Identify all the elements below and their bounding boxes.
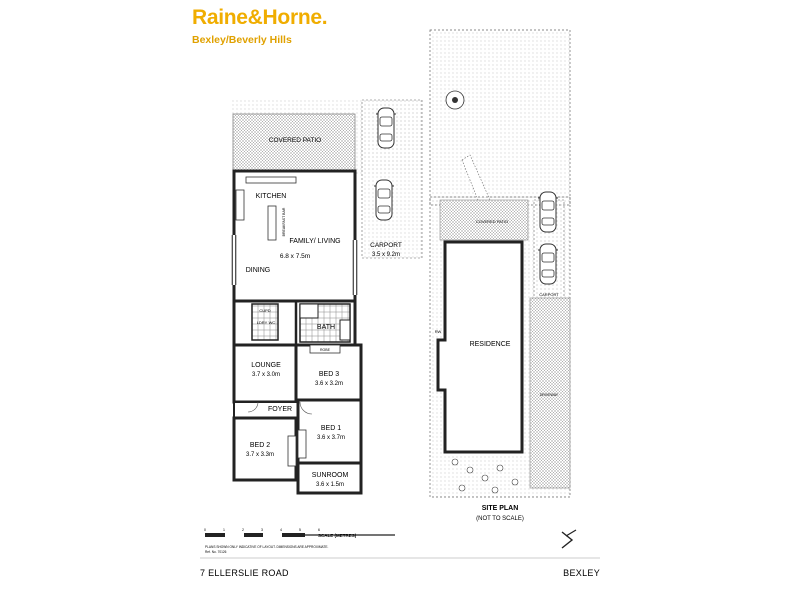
- family-living-dims: 6.8 x 7.5m: [280, 253, 310, 260]
- robe-label: ROBE: [320, 348, 331, 352]
- site-carport-label: CARPORT: [539, 292, 559, 297]
- scale-tick-label: 5: [299, 528, 301, 532]
- lounge-dims: 3.7 x 3.0m: [252, 372, 280, 378]
- bedroom-2: [232, 416, 298, 482]
- residence-footprint: [436, 240, 524, 454]
- bed3-label: BED 3: [319, 371, 339, 378]
- breakfast-bar: [267, 205, 277, 241]
- shrub-icon: [451, 458, 519, 494]
- scale-disclaimer: PLANS SHOWN ONLY INDICATIVE OF LAYOUT. D…: [205, 545, 328, 549]
- scale-bar: [205, 533, 395, 537]
- scale-label: SCALE (METRES): [318, 533, 357, 538]
- path-strip: [461, 154, 491, 206]
- north-arrow-icon: [561, 529, 577, 549]
- scale-tick-label: 3: [261, 528, 263, 532]
- sunroom: [296, 461, 363, 495]
- carport-dims: 3.5 x 9.2m: [372, 252, 400, 258]
- site-covered-patio-label: COVERED PATIO: [476, 219, 508, 224]
- sunroom-label: SUNROOM: [312, 472, 349, 479]
- covered-patio: [232, 113, 356, 173]
- scale-tick-label: 2: [242, 528, 244, 532]
- site-rear-yard: [429, 29, 571, 206]
- kitchen-bench: [245, 176, 297, 184]
- car-icon: [537, 243, 559, 285]
- covered-patio-label: COVERED PATIO: [269, 137, 322, 144]
- brand-logo: Raine&Horne. Bexley/Beverly Hills: [192, 6, 328, 46]
- wc-label: WC: [269, 320, 276, 325]
- breakfast-bar-label: BREAKFAST BAR: [282, 207, 286, 236]
- foyer-label: FOYER: [268, 406, 292, 413]
- lounge-label: LOUNGE: [251, 362, 281, 369]
- site-plan-subtitle: (NOT TO SCALE): [476, 516, 524, 522]
- bed2-label: BED 2: [250, 442, 270, 449]
- scale-tick-label: 0: [204, 528, 206, 532]
- site-rw-label: RW: [435, 329, 442, 334]
- laundry: [251, 303, 279, 341]
- sunroom-dims: 3.6 x 1.5m: [316, 482, 344, 488]
- brand-name: Raine&Horne.: [192, 6, 328, 29]
- kitchen-label: KITCHEN: [256, 193, 287, 200]
- ldry-label: LDRY: [257, 320, 268, 325]
- bedroom-3: [294, 343, 363, 402]
- residence-label: RESIDENCE: [470, 341, 511, 348]
- footer-suburb: BEXLEY: [563, 568, 600, 578]
- scale-tick-label: 4: [280, 528, 282, 532]
- brand-branch: Bexley/Beverly Hills: [192, 34, 292, 46]
- bath-label: BATH: [317, 324, 335, 331]
- footer-address: 7 ELLERSLIE ROAD: [200, 568, 289, 578]
- car-icon: [537, 191, 559, 233]
- site-driveway: [529, 297, 571, 489]
- bed3-dims: 3.6 x 3.2m: [315, 381, 343, 387]
- bed1-dims: 3.6 x 3.7m: [317, 435, 345, 441]
- carport-label: CARPORT: [370, 242, 402, 249]
- cupd-label: CUPD: [259, 308, 270, 313]
- site-covered-patio: [439, 199, 529, 241]
- robe: [309, 344, 341, 354]
- robe: [297, 429, 307, 459]
- site-driveway-label: DRIVEWAY: [540, 393, 559, 397]
- scale-tick-label: 6: [318, 528, 320, 532]
- scale-tick-label: 1: [223, 528, 225, 532]
- site-plan-title: SITE PLAN: [482, 505, 519, 512]
- scale-ticks: 0 1 2 3 4 5 6: [204, 528, 320, 532]
- robe: [287, 435, 297, 467]
- family-living-label: FAMILY/ LIVING: [289, 238, 340, 245]
- dining-label: DINING: [246, 267, 271, 274]
- car-icon: [373, 179, 395, 221]
- bed2-dims: 3.7 x 3.3m: [246, 452, 274, 458]
- family-living-room: [232, 169, 357, 303]
- kitchen-side-bench: [235, 189, 245, 221]
- bed1-label: BED 1: [321, 425, 341, 432]
- scale-ref: Ref. No. 70126: [205, 550, 227, 554]
- car-icon: [375, 107, 397, 149]
- tree-icon: [445, 90, 465, 110]
